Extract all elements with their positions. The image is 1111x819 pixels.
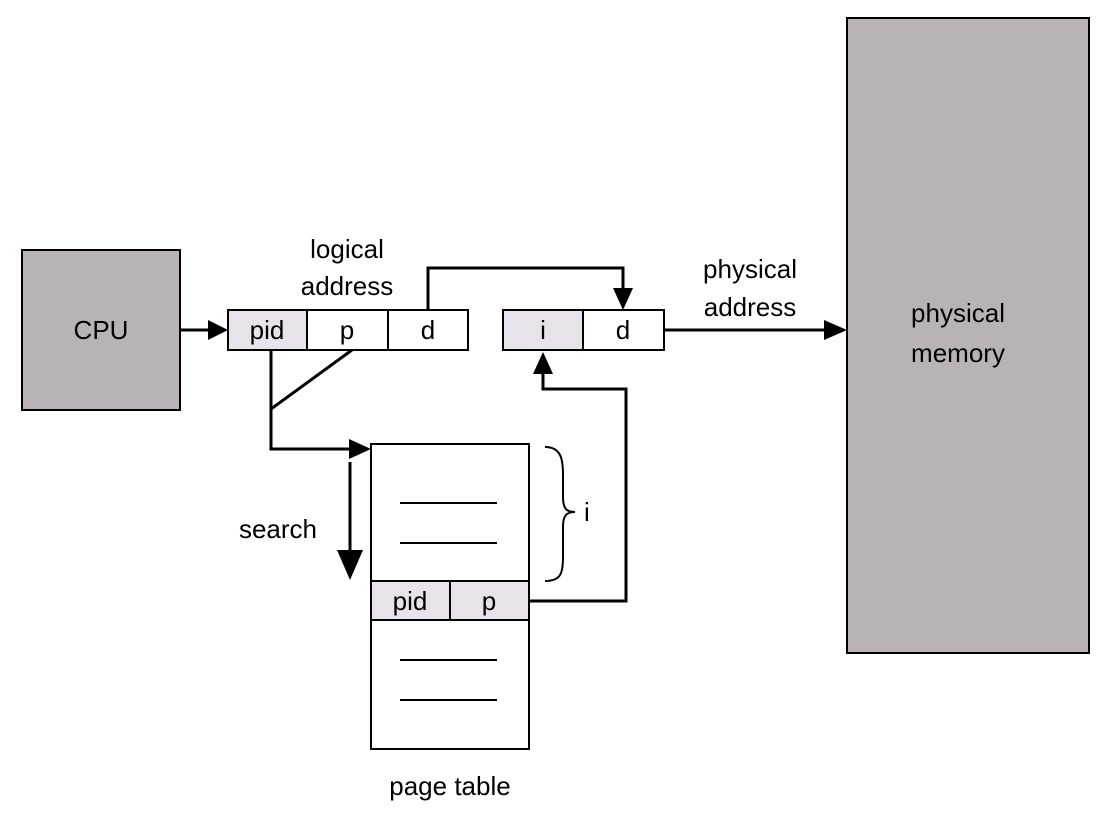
cpu-block [21,249,181,411]
pid-search-arrow-head [349,439,371,459]
logical-address-pid-cell [227,309,308,351]
logical-address-pid-text: pid [250,315,285,345]
p-join-line [270,348,353,411]
physical-address-i-text: i [540,315,546,345]
index-brace [544,446,576,582]
index-label: i [584,497,590,527]
page-table-pid-text: pid [393,586,428,616]
page-table-label: page table [389,771,510,801]
page-table-p-cell [449,580,530,621]
physical-address-label-line1: physical [703,254,797,284]
logical-address-d-text: d [421,315,435,345]
logical-address-d-cell [387,309,469,351]
physical-address-label-line2: address [704,292,797,322]
page-table-p-text: p [482,586,496,616]
pid-search-line [269,350,352,451]
cpu-label: CPU [74,315,129,345]
physical-address-d-text: d [616,315,630,345]
physical-memory-label-line1: physical [911,298,1005,328]
entry-index-arrow-head [533,352,553,374]
offset-copy-line [426,266,625,310]
cpu-to-logical-arrow-head [208,320,228,340]
physical-address-to-memory-arrow-head [824,320,847,340]
search-arrow-head [337,550,363,580]
physical-memory-label-line2: memory [911,338,1005,368]
search-label: search [239,514,317,544]
logical-address-label-line1: logical [310,234,384,264]
logical-address-label-line2: address [301,271,394,301]
physical-memory-block [846,17,1090,654]
offset-copy-arrow-head [613,288,633,310]
entry-index-line [529,372,628,603]
logical-address-p-cell [306,309,389,351]
logical-address-p-text: p [340,315,354,345]
